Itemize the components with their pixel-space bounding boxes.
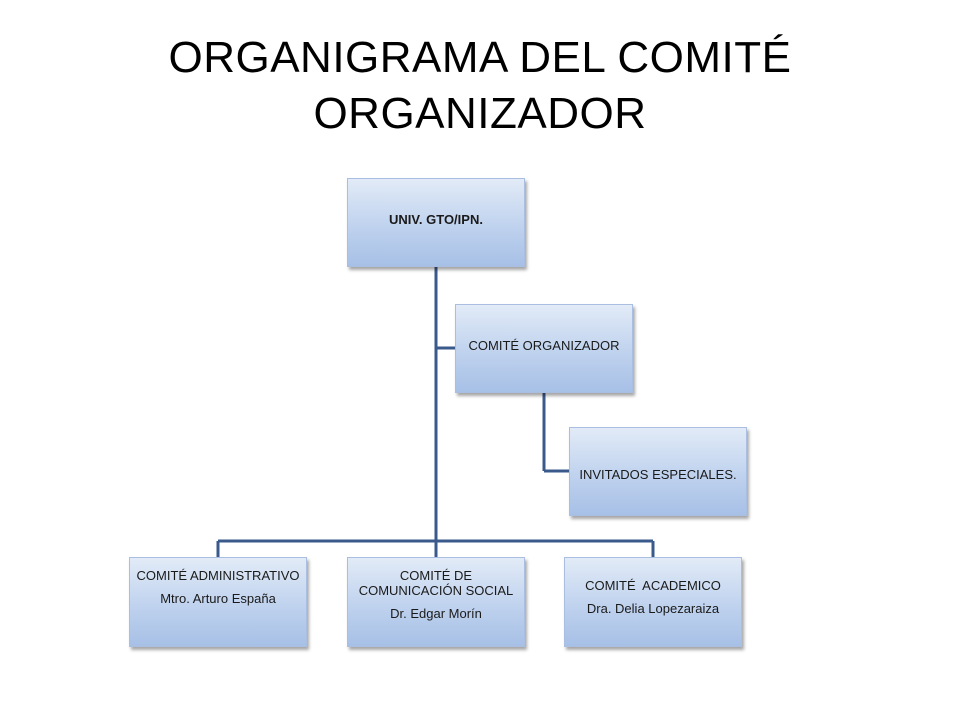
node-label: INVITADOS ESPECIALES. xyxy=(579,467,737,482)
node-label: COMITÉ DE COMUNICACIÓN SOCIAL xyxy=(358,568,514,598)
node-person: Dra. Delia Lopezaraiza xyxy=(586,601,720,616)
node-label: COMITÉ ORGANIZADOR xyxy=(468,338,620,353)
title-line-1: ORGANIGRAMA DEL COMITÉ xyxy=(168,33,792,82)
node-comite-organizador: COMITÉ ORGANIZADOR xyxy=(455,304,633,393)
page-title: ORGANIGRAMA DEL COMITÉ ORGANIZADOR xyxy=(0,30,960,142)
node-comite-administrativo: COMITÉ ADMINISTRATIVO Mtro. Arturo Españ… xyxy=(129,557,307,647)
node-univ-gto-ipn: UNIV. GTO/IPN. xyxy=(347,178,525,267)
node-invitados-especiales: INVITADOS ESPECIALES. xyxy=(569,427,747,516)
node-person: Dr. Edgar Morín xyxy=(390,606,482,621)
node-comite-academico: COMITÉ ACADEMICO Dra. Delia Lopezaraiza xyxy=(564,557,742,647)
node-person: Mtro. Arturo España xyxy=(160,591,276,606)
node-comite-comunicacion-social: COMITÉ DE COMUNICACIÓN SOCIAL Dr. Edgar … xyxy=(347,557,525,647)
title-line-2: ORGANIZADOR xyxy=(313,89,647,138)
node-label: COMITÉ ACADEMICO xyxy=(585,578,721,593)
node-label: COMITÉ ADMINISTRATIVO xyxy=(136,568,300,583)
node-label: UNIV. GTO/IPN. xyxy=(389,212,483,227)
